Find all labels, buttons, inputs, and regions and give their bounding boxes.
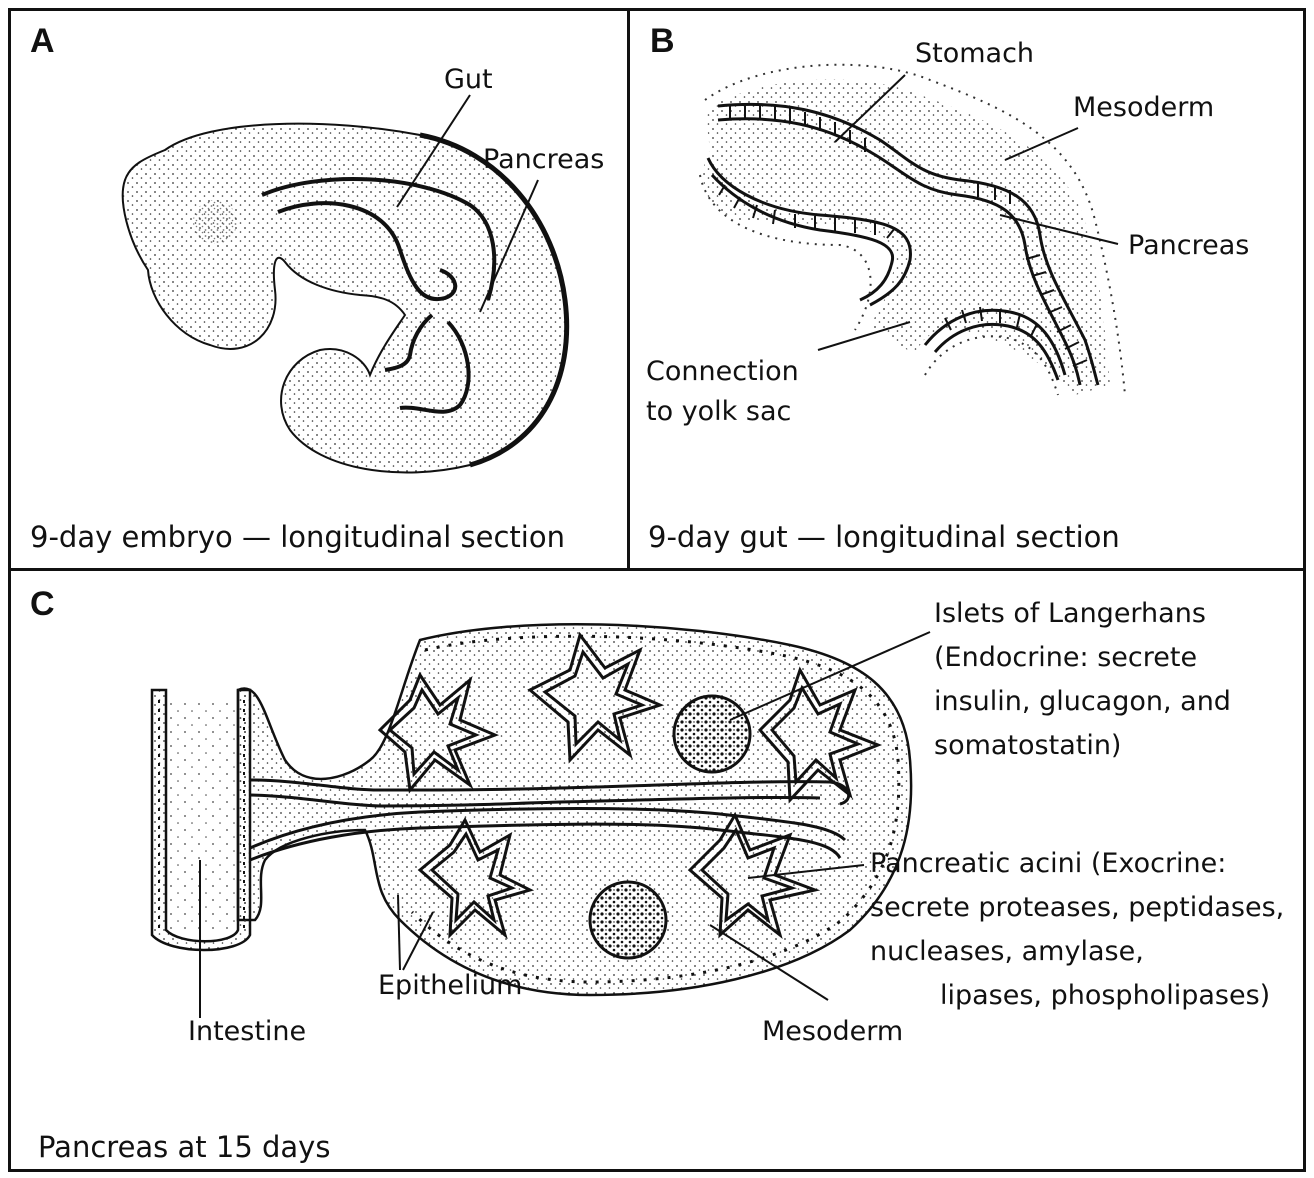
islet-lower: [590, 882, 666, 958]
panel-a-letter: A: [30, 22, 55, 61]
label-gut: Gut: [444, 64, 493, 96]
label-pancreas-b: Pancreas: [1128, 230, 1249, 262]
label-intestine: Intestine: [188, 1016, 306, 1048]
label-acini-2: secrete proteases, peptidases,: [870, 892, 1284, 924]
pancreas-15day-drawing: [152, 624, 911, 995]
label-mesoderm-c: Mesoderm: [762, 1016, 903, 1048]
label-acini-1: Pancreatic acini (Exocrine:: [870, 848, 1226, 880]
label-acini-3: nucleases, amylase,: [870, 936, 1144, 968]
label-islets-1: Islets of Langerhans: [934, 598, 1206, 630]
caption-a: 9-day embryo — longitudinal section: [30, 520, 565, 554]
label-stomach: Stomach: [915, 38, 1034, 70]
label-pancreas-a: Pancreas: [483, 144, 604, 176]
panel-c-letter: C: [30, 585, 55, 624]
label-connection-1: Connection: [646, 356, 799, 388]
caption-b: 9-day gut — longitudinal section: [648, 520, 1120, 554]
label-islets-4: somatostatin): [934, 730, 1121, 762]
label-epithelium: Epithelium: [378, 970, 522, 1002]
islet-upper: [674, 696, 750, 772]
label-connection-2: to yolk sac: [646, 396, 791, 428]
label-mesoderm-b: Mesoderm: [1073, 92, 1214, 124]
label-islets-3: insulin, glucagon, and: [934, 686, 1231, 718]
caption-c: Pancreas at 15 days: [38, 1130, 330, 1164]
label-acini-4: lipases, phospholipases): [940, 980, 1270, 1012]
panel-b-letter: B: [650, 22, 675, 61]
label-islets-2: (Endocrine: secrete: [934, 642, 1197, 674]
